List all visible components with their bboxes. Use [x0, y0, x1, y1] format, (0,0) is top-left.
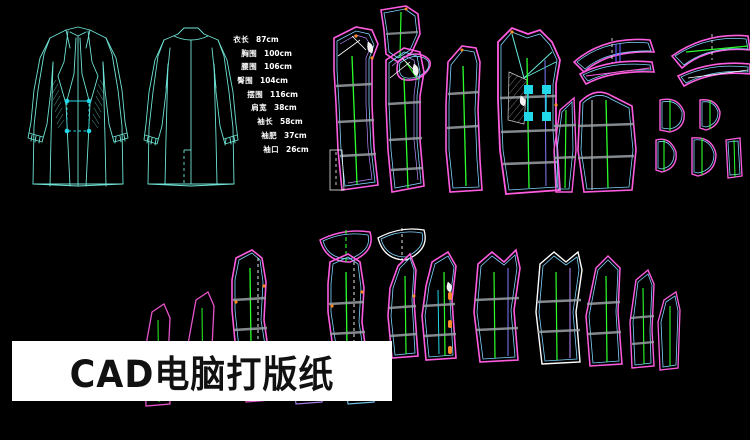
spec-row: 腰围 106cm [228, 63, 320, 71]
pattern-piece-pocket-facing-a [659, 98, 685, 133]
spec-label: 袖口 [263, 144, 279, 154]
spec-value: 116cm [270, 89, 298, 99]
pattern-piece-lining-side [387, 252, 419, 359]
pattern-piece-under-collar [572, 38, 656, 74]
pattern-piece-lining-back [231, 249, 269, 353]
spec-label: 臀围 [237, 76, 253, 86]
coat-back-flat-sketch [143, 27, 239, 187]
spec-row: 肩宽 38cm [228, 104, 320, 112]
pattern-piece-pocket-facing-c [655, 138, 677, 173]
spec-row: 袖口 26cm [228, 144, 320, 154]
pattern-piece-side-panel [445, 45, 483, 193]
pattern-piece-lining-sleeve-under [535, 250, 583, 365]
spec-row: 臀围 104cm [228, 77, 320, 85]
pattern-piece-sleeve-upper [577, 91, 637, 193]
spec-row: 袖肥 37cm [228, 132, 320, 140]
spec-row: 袖长 58cm [228, 118, 320, 126]
spec-label: 摆围 [247, 89, 263, 99]
spec-value: 106cm [264, 62, 292, 72]
pattern-piece-pocket-facing-b [699, 99, 721, 131]
pattern-piece-sleeve-under [553, 96, 577, 193]
button-marker-group [64, 98, 92, 134]
pattern-piece-collar-stand-2 [676, 62, 750, 88]
spec-value: 100cm [264, 48, 292, 58]
pattern-piece-lining-hem [585, 254, 623, 367]
spec-label: 胸围 [241, 48, 257, 58]
button-marker-group-pattern [524, 85, 551, 121]
spec-value: 26cm [286, 144, 309, 154]
spec-label: 衣长 [233, 35, 249, 44]
pattern-piece-collar-band [396, 53, 432, 81]
pattern-piece-lining-tail [629, 268, 655, 369]
pattern-piece-pocket-welt [725, 137, 743, 179]
pattern-piece-upper-collar [380, 5, 421, 63]
spec-label: 肩宽 [251, 103, 267, 113]
spec-label: 袖长 [257, 117, 273, 127]
pattern-piece-pocket-facing-d [691, 137, 717, 177]
pattern-piece-back-panel [329, 26, 379, 191]
spec-value: 38cm [274, 103, 297, 113]
pattern-piece-upper-collar-2 [670, 34, 750, 70]
spec-row: 摆围 116cm [228, 91, 320, 99]
pattern-piece-lining-collar-2 [377, 228, 426, 261]
coat-front-flat-sketch [27, 26, 129, 187]
spec-label: 腰围 [241, 62, 257, 72]
spec-value: 58cm [280, 117, 303, 127]
spec-row: 衣长 87cm [228, 36, 320, 44]
pattern-piece-collar-stand [578, 60, 655, 86]
back-vent-marker [183, 149, 191, 184]
watermark-banner: CAD电脑打版纸 [12, 341, 392, 401]
pattern-piece-lining-strip [657, 290, 681, 371]
pattern-piece-side-back-panel [385, 47, 425, 193]
spec-value: 87cm [256, 35, 279, 44]
button-placement-guide [66, 100, 90, 132]
spec-value: 104cm [260, 76, 288, 86]
pattern-piece-lining-sleeve-upper [473, 248, 521, 363]
spec-value: 37cm [284, 130, 307, 140]
spec-row: 胸围 100cm [228, 50, 320, 58]
pattern-piece-lining-collar [319, 230, 372, 263]
spec-label: 袖肥 [261, 130, 277, 140]
watermark-text: CAD电脑打版纸 [69, 353, 335, 396]
pattern-piece-front-panel [497, 26, 561, 195]
pattern-piece-lining-front-side [421, 250, 457, 361]
